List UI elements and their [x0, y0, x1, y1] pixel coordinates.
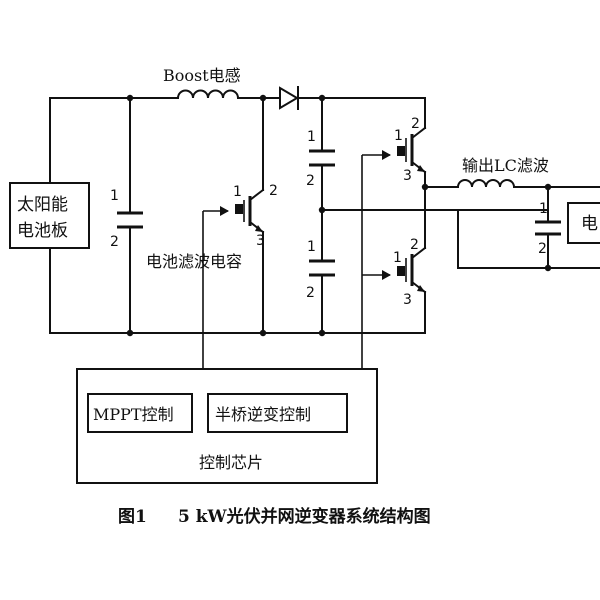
boost-diode-symbol — [279, 86, 299, 110]
control-signal-lines — [202, 155, 363, 395]
upper-switch-pin-2: 2 — [411, 116, 420, 132]
upper-switch-pin-1: 1 — [394, 128, 403, 144]
boost-switch-symbol — [235, 188, 265, 234]
mppt-control-box — [87, 393, 193, 433]
input-cap-pin-1: 1 — [110, 188, 119, 204]
lower-switch-pin-3: 3 — [403, 292, 412, 308]
boost-switch-pin-2: 2 — [269, 183, 278, 199]
boost-switch-pin-3: 3 — [256, 233, 265, 249]
input-capacitor-symbol — [117, 211, 143, 229]
boost-inductor-symbol — [176, 89, 240, 100]
figure-number: 图1 — [118, 507, 147, 527]
circuit-wires — [49, 97, 600, 334]
solar-panel-label-line2: 电池板 — [17, 221, 68, 241]
lower-switch-gate-arrow — [362, 270, 391, 280]
boost-inductor-label: Boost电感 — [163, 66, 241, 85]
junction-dots — [126, 94, 552, 337]
output-lc-filter-label: 输出LC滤波 — [462, 156, 549, 175]
output-capacitor-symbol — [535, 220, 561, 236]
output-cap-pin-1: 1 — [539, 201, 548, 217]
half-bridge-control-box — [207, 393, 348, 433]
solar-panel-label-line1: 太阳能 — [17, 195, 68, 215]
boost-switch-gate-arrow — [203, 206, 229, 216]
input-cap-pin-2: 2 — [110, 234, 119, 250]
dc-link-capacitor-lower — [309, 259, 335, 277]
figure-title: 5 kW光伏并网逆变器系统结构图 — [178, 506, 431, 527]
mppt-control-label: MPPT控制 — [93, 405, 174, 424]
upper-switch-pin-3: 3 — [403, 168, 412, 184]
battery-filter-cap-label: 电池滤波电容 — [146, 252, 242, 271]
lower-cap-pin-2: 2 — [306, 285, 315, 301]
lower-switch-pin-1: 1 — [393, 250, 402, 266]
dc-link-capacitor-upper — [309, 149, 335, 167]
lower-switch-pin-2: 2 — [410, 237, 419, 253]
boost-switch-pin-1: 1 — [233, 184, 242, 200]
upper-cap-pin-2: 2 — [306, 173, 315, 189]
load-label: 电 — [581, 214, 598, 234]
solar-panel-box — [9, 182, 90, 249]
half-bridge-lower-switch-symbol — [397, 246, 427, 294]
output-inductor-symbol — [456, 179, 516, 189]
half-bridge-control-label: 半桥逆变控制 — [215, 405, 311, 424]
output-cap-pin-2: 2 — [538, 241, 547, 257]
upper-cap-pin-1: 1 — [307, 129, 316, 145]
half-bridge-upper-switch-symbol — [397, 126, 427, 174]
upper-switch-gate-arrow — [362, 150, 391, 160]
lower-cap-pin-1: 1 — [307, 239, 316, 255]
control-chip-label: 控制芯片 — [199, 453, 263, 472]
load-box — [567, 202, 600, 244]
